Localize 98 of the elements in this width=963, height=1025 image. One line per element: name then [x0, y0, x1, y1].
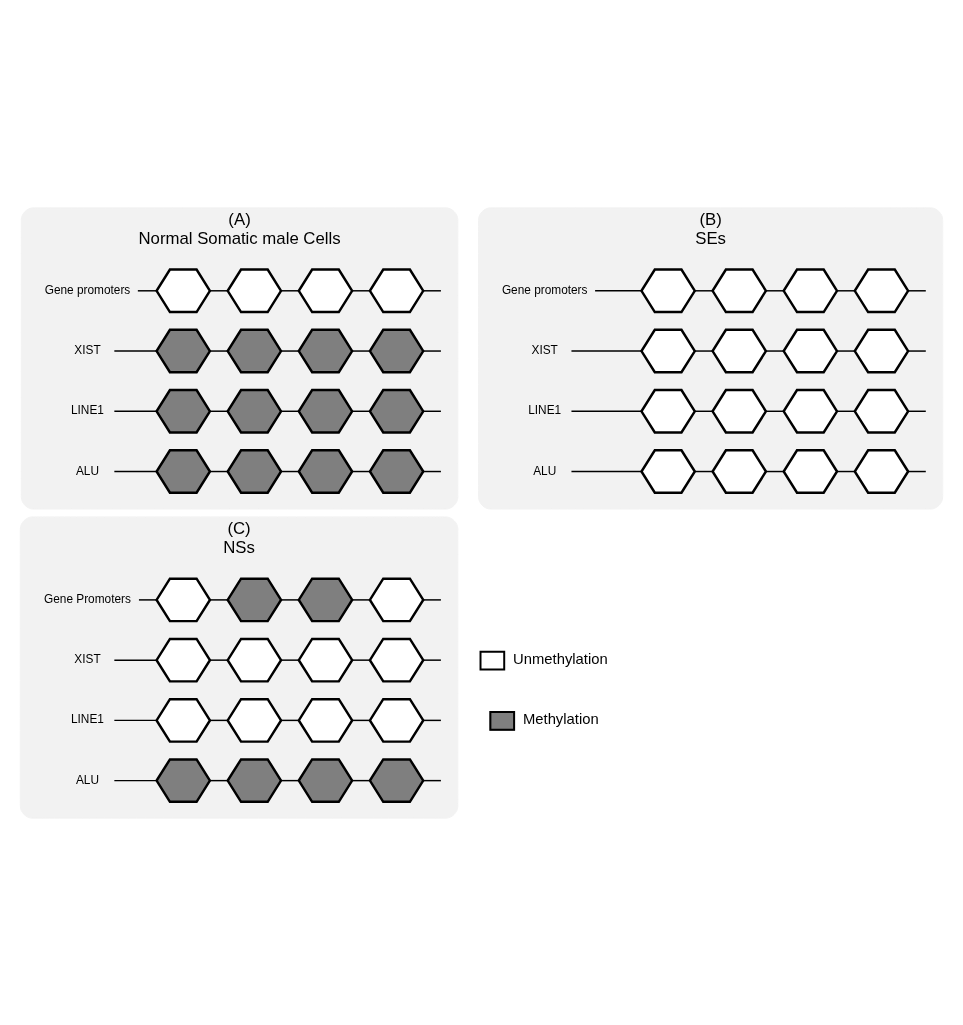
node-hexagon: [226, 388, 283, 434]
connector: [209, 598, 229, 601]
node-hexagon: [226, 267, 283, 313]
node-hexagon: [853, 267, 910, 313]
connector: [907, 289, 927, 292]
connector: [422, 289, 442, 292]
node-hexagon: [640, 328, 697, 373]
node-hexagon: [155, 757, 212, 803]
connector: [836, 349, 856, 352]
node-hexagon: [640, 388, 697, 434]
node-hexagon: [155, 637, 212, 683]
node-hexagon: [155, 388, 212, 434]
node-hexagon: [711, 448, 768, 494]
node-hexagon: [782, 448, 839, 494]
node-text: LINE1: [71, 711, 104, 726]
node-text: ALU: [75, 463, 99, 478]
connector: [113, 658, 158, 661]
node-hexagon: [368, 267, 425, 313]
node-hexagon: [297, 448, 354, 494]
connector: [570, 470, 643, 472]
connector: [113, 719, 158, 721]
node-hexagon: [155, 267, 212, 313]
node-text: XIST: [74, 342, 101, 357]
connector: [765, 349, 785, 352]
connector: [113, 779, 158, 781]
connector: [594, 289, 643, 292]
node-hexagon: [368, 697, 425, 743]
node-hexagon: [640, 448, 697, 494]
connector: [113, 470, 158, 472]
legend-label: Unmethylation: [513, 650, 608, 667]
connector: [351, 598, 371, 601]
legend-label: Methylation: [522, 710, 599, 727]
node-hexagon: [155, 448, 212, 494]
node-hexagon: [155, 328, 212, 373]
connector: [209, 289, 229, 292]
connector: [351, 658, 371, 661]
node-hexagon: [368, 448, 425, 494]
connector: [351, 289, 371, 292]
node-hexagon: [711, 267, 768, 313]
node-hexagon: [782, 388, 839, 434]
connector: [422, 658, 442, 661]
node-hexagon: [297, 576, 354, 622]
node-text: Gene promoters: [501, 282, 588, 297]
connector: [209, 658, 229, 661]
node-text: Gene Promoters: [44, 591, 131, 606]
node-hexagon: [226, 757, 283, 803]
node-text: ALU: [75, 772, 99, 787]
connector: [422, 349, 442, 352]
connector: [422, 598, 442, 601]
connector: [113, 410, 158, 412]
node-hexagon: [226, 576, 283, 622]
connector: [280, 289, 300, 292]
connector: [570, 349, 643, 352]
connector: [570, 410, 643, 412]
connector: [765, 289, 785, 292]
node-hexagon: [226, 637, 283, 683]
node-hexagon: [853, 448, 910, 494]
connector: [113, 349, 158, 352]
node-text: XIST: [531, 342, 558, 357]
node-text: Gene promoters: [44, 282, 131, 297]
connector: [137, 289, 157, 292]
node-text: LINE1: [71, 402, 104, 417]
node-hexagon: [368, 388, 425, 434]
node-text: LINE1: [528, 402, 562, 417]
node-hexagon: [297, 637, 354, 683]
node-text: ALU: [533, 463, 557, 478]
connector: [694, 349, 713, 352]
connector: [280, 598, 300, 601]
node-hexagon: [226, 448, 283, 494]
node-hexagon: [368, 576, 425, 622]
node-hexagon: [226, 328, 283, 373]
node-hexagon: [297, 697, 354, 743]
node-hexagon: [368, 637, 425, 683]
node-hexagon: [155, 697, 212, 743]
connector: [351, 349, 371, 352]
node-hexagon: [297, 267, 354, 313]
connector: [280, 349, 300, 352]
node-hexagon: [297, 757, 354, 803]
connector: [209, 349, 229, 352]
node-text: XIST: [74, 651, 101, 666]
node-hexagon: [297, 388, 354, 434]
node-hexagon: [297, 328, 354, 373]
node-hexagon: [853, 328, 910, 373]
node-hexagon: [711, 328, 768, 373]
node-hexagon: [155, 576, 212, 622]
node-hexagon: [853, 388, 910, 434]
node-hexagon: [226, 697, 283, 743]
node-hexagon: [782, 267, 839, 313]
node-hexagon: [711, 388, 768, 434]
connector: [280, 658, 300, 661]
node-hexagon: [368, 757, 425, 803]
node-hexagon: [782, 328, 839, 373]
node-hexagon: [640, 267, 697, 313]
connector: [836, 289, 856, 292]
connector: [694, 289, 713, 292]
node-hexagon: [368, 328, 425, 373]
connector: [138, 598, 158, 601]
connector: [907, 349, 927, 352]
